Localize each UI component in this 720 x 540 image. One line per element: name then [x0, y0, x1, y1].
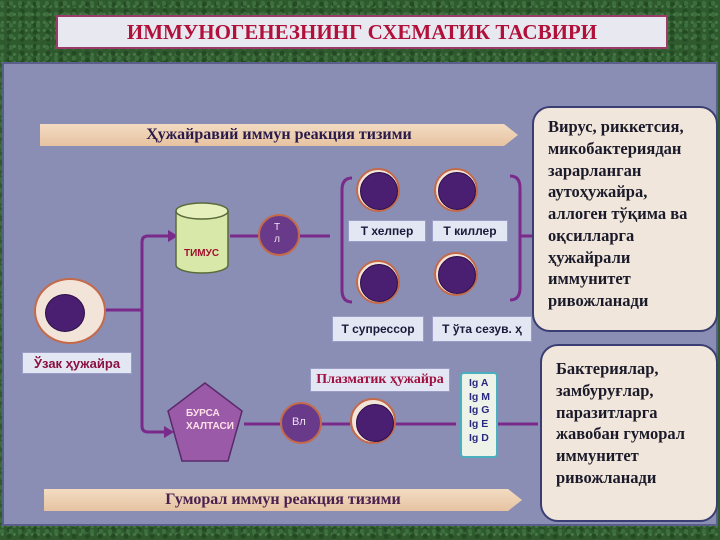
t-killer-nucleus [438, 172, 476, 210]
stem-cell [34, 278, 106, 344]
thymus-label: ТИМУС [184, 248, 220, 259]
arrowhead-icon [164, 426, 174, 438]
right-bracket [509, 174, 522, 302]
t-hypersensitivity-label: Т ўта сезув. ҳ [432, 316, 532, 342]
desc-line: ривожланади [556, 467, 657, 487]
t-helper-label: Т хелпер [348, 220, 426, 242]
t-killer-label: Т киллер [432, 220, 508, 242]
ig-item: Ig D [469, 431, 489, 444]
desc-line: аллоген тўқима ва [548, 204, 688, 224]
cell-immune-band: Ҳужайравий иммун реакция тизими [40, 124, 518, 146]
desc-line: оқсилларга [548, 225, 635, 245]
t-killer-cell [434, 168, 478, 212]
arrowhead-icon [168, 230, 178, 242]
desc-line: Бактериялар, [556, 359, 659, 378]
desc-line: паразитларга [556, 402, 658, 422]
b-lymphocyte: Вл [280, 402, 322, 444]
desc-line: Вирус, риккетсия, [548, 117, 684, 136]
desc-line: замбуруғлар, [556, 380, 654, 400]
t-helper-cell [356, 168, 400, 212]
humoral-immune-band: Гуморал иммун реакция тизими [44, 489, 522, 511]
desc-line: зарарланган [548, 160, 642, 180]
bursa-label: БУРСА ХАЛТАСИ [186, 408, 234, 433]
left-bracket [340, 176, 353, 304]
desc-line: жавобан гуморал [556, 424, 686, 444]
page-title: ИММУНОГЕНЕЗНИНГ СХЕМАТИК ТАСВИРИ [56, 15, 668, 49]
ig-item: Ig E [469, 417, 489, 430]
desc-line: аутоҳужайра, [548, 182, 648, 202]
immunoglobulin-list: Ig A Ig M Ig G Ig E Ig D [460, 372, 498, 458]
desc-line: ҳужайрали [548, 247, 631, 267]
t-suppressor-label: Т супрессор [332, 316, 424, 342]
t-label-line1: Т [274, 222, 281, 233]
lower-branch [140, 310, 166, 434]
t-hypersensitivity-nucleus [438, 256, 476, 294]
desc-line: ривожланади [548, 291, 649, 311]
bursa-label-line1: БУРСА [186, 408, 220, 419]
humoral-immunity-description: Бактериялар, замбуруғлар, паразитларга ж… [540, 344, 718, 522]
thymus-cylinder-icon [175, 202, 229, 274]
t-suppressor-cell [356, 260, 400, 304]
stem-cell-label: Ўзак ҳужайра [22, 352, 132, 374]
ig-item: Ig G [469, 404, 490, 417]
bursa-label-line2: ХАЛТАСИ [186, 420, 234, 432]
t-label-line2: л [274, 234, 280, 245]
ig-item: Ig M [469, 390, 490, 403]
bursa-pentagon-icon [167, 382, 243, 462]
desc-line: иммунитет [548, 269, 631, 289]
t-suppressor-nucleus [360, 264, 398, 302]
plasma-nucleus [356, 404, 394, 442]
t-lymphocyte: Т л [258, 214, 300, 256]
cellular-immunity-description: Вирус, риккетсия, микобактериядан зарарл… [532, 106, 718, 332]
t-hypersensitivity-cell [434, 252, 478, 296]
t-helper-nucleus [360, 172, 398, 210]
b-lymphocyte-label: Вл [292, 416, 306, 428]
plasma-cell-label: Плазматик ҳужайра [310, 368, 450, 392]
desc-line: микобактериядан [548, 138, 682, 158]
desc-line: иммунитет [556, 446, 639, 466]
ig-item: Ig A [469, 377, 489, 389]
plasma-cell [350, 398, 396, 444]
upper-branch [140, 234, 170, 310]
stem-cell-nucleus [45, 294, 85, 332]
t-lymphocyte-label: Т л [274, 222, 280, 246]
